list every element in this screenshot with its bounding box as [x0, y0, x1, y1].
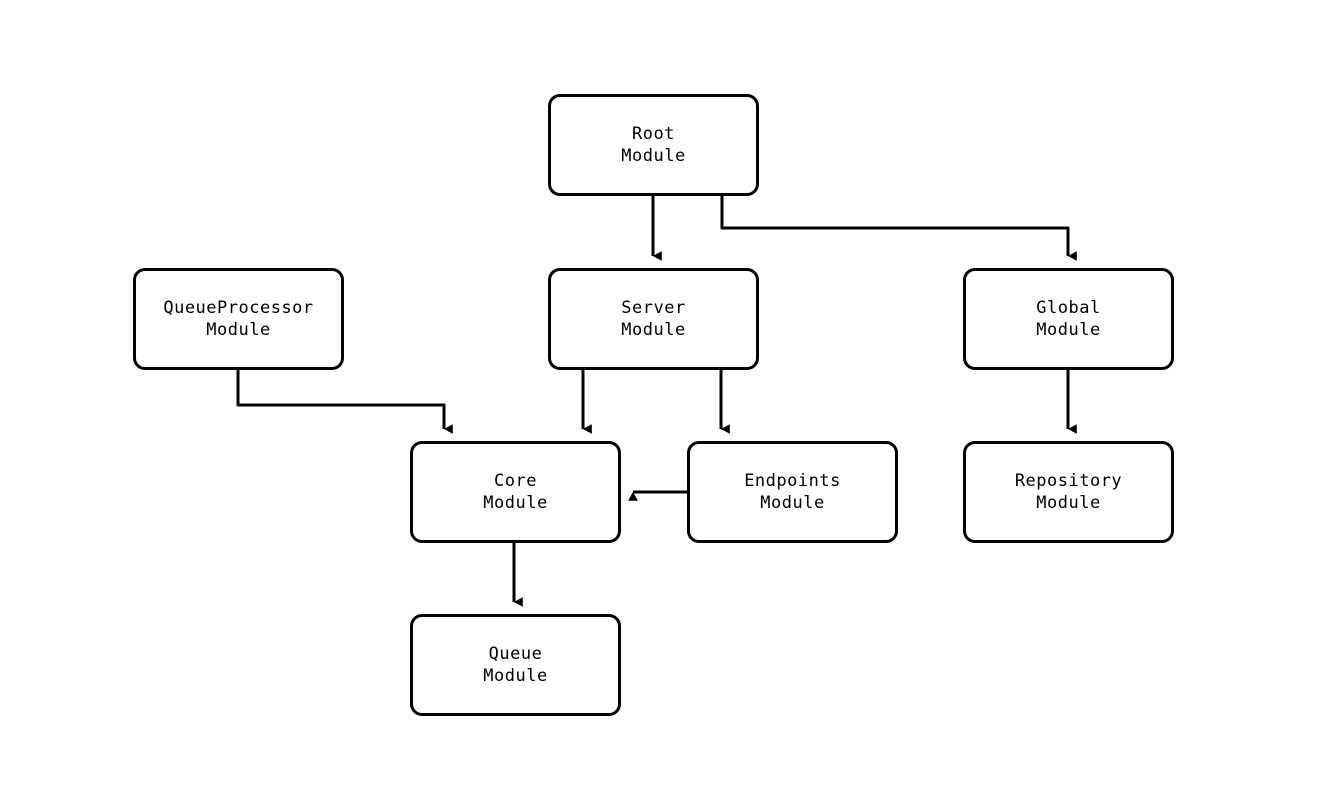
node-label-line2: Module	[760, 493, 825, 513]
node-repository-module[interactable]: Repository Module	[963, 441, 1174, 543]
edge-queueprocessor-to-core	[236, 370, 453, 434]
node-root-module[interactable]: Root Module	[548, 94, 759, 196]
node-label-line1: Server	[621, 298, 686, 318]
node-queueprocessor-module[interactable]: QueueProcessor Module	[133, 268, 344, 370]
node-global-module[interactable]: Global Module	[963, 268, 1174, 370]
node-label-line2: Module	[1036, 320, 1101, 340]
node-queue-module[interactable]: Queue Module	[410, 614, 621, 716]
node-label-line1: Endpoints	[744, 471, 841, 491]
node-label-line1: Global	[1036, 298, 1101, 318]
node-label-line2: Module	[1036, 493, 1101, 513]
node-label-line1: Repository	[1014, 471, 1123, 491]
node-label-line2: Module	[483, 666, 548, 686]
node-label-line1: Core	[494, 471, 537, 491]
node-label-line2: Module	[206, 320, 271, 340]
node-label-line1: Root	[632, 124, 675, 144]
node-label-line1: QueueProcessor	[163, 298, 314, 318]
node-label-line2: Module	[621, 146, 686, 166]
edge-root-to-global	[720, 196, 1077, 261]
node-label-line2: Module	[483, 493, 548, 513]
node-label-line1: Queue	[488, 644, 543, 664]
node-core-module[interactable]: Core Module	[410, 441, 621, 543]
node-server-module[interactable]: Server Module	[548, 268, 759, 370]
node-endpoints-module[interactable]: Endpoints Module	[687, 441, 898, 543]
node-label-line2: Module	[621, 320, 686, 340]
